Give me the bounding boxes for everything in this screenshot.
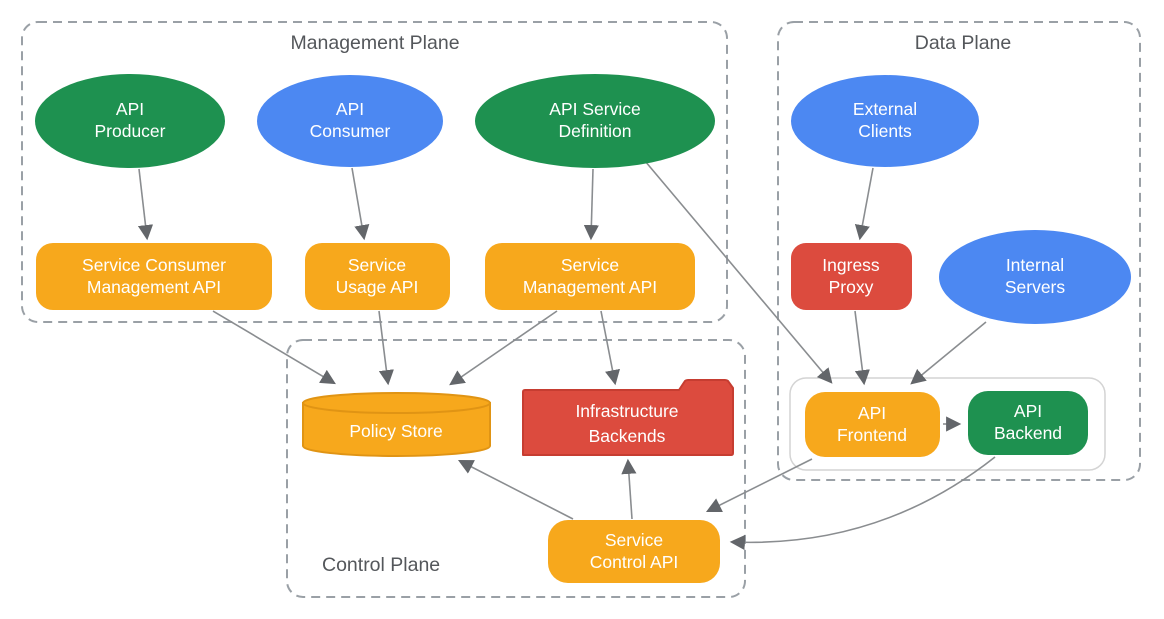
- node-api-consumer: API Consumer: [257, 75, 443, 167]
- policy-store-cylinder-top: [302, 392, 491, 414]
- node-api-service-definition: API Service Definition: [475, 74, 715, 168]
- node-label: Ingress: [822, 255, 880, 275]
- edge-internal-servers-to-api-frontend: [910, 321, 987, 385]
- node-service-management-api: Service Management API: [485, 243, 695, 310]
- infrastructure-backends-folder-shape: [522, 379, 734, 456]
- edge-service-control-api-to-infrastructure-backends: [621, 458, 637, 520]
- node-label: Infrastructure: [575, 401, 678, 421]
- node-label: API: [336, 99, 364, 119]
- edge-api-service-definition-to-service-management-api: [583, 168, 599, 241]
- management-plane-container: [21, 21, 728, 323]
- edge-service-management-api-to-infrastructure-backends: [600, 310, 620, 386]
- node-label: API Service: [549, 99, 640, 119]
- internal-servers-shape: [939, 230, 1131, 324]
- edge-ingress-proxy-to-api-frontend: [854, 310, 870, 386]
- api-backend-shape: [968, 391, 1088, 455]
- node-label: API: [116, 99, 144, 119]
- edge-service-consumer-management-api-to-policy-store: [212, 310, 336, 385]
- edge-service-usage-api-to-policy-store: [378, 310, 394, 386]
- node-label: Frontend: [837, 425, 907, 445]
- node-label: Service Consumer: [82, 255, 226, 275]
- data-plane-title: Data Plane: [915, 32, 1011, 54]
- api-frontend-shape: [805, 392, 940, 457]
- node-service-consumer-management-api: Service Consumer Management API: [36, 243, 272, 310]
- edge-service-control-api-to-policy-store: [457, 459, 574, 520]
- node-ingress-proxy: Ingress Proxy: [791, 243, 912, 310]
- policy-store-cylinder-body: [302, 402, 491, 457]
- node-external-clients: External Clients: [791, 75, 979, 167]
- edge-service-management-api-to-policy-store: [449, 310, 558, 386]
- node-policy-store: Policy Store: [302, 392, 491, 457]
- node-label: Servers: [1005, 277, 1066, 297]
- node-infrastructure-backends: Infrastructure Backends: [522, 379, 734, 456]
- api-service-definition-shape: [475, 74, 715, 168]
- node-label: Consumer: [310, 121, 391, 141]
- node-label: External: [853, 99, 917, 119]
- node-service-usage-api: Service Usage API: [305, 243, 450, 310]
- node-label: Producer: [94, 121, 165, 141]
- edge-api-producer-to-service-consumer-management-api: [137, 168, 154, 241]
- external-clients-shape: [791, 75, 979, 167]
- ingress-proxy-shape: [791, 243, 912, 310]
- node-api-producer: API Producer: [35, 74, 225, 168]
- node-label: Management API: [523, 277, 657, 297]
- edges-layer: [137, 160, 996, 551]
- node-label: Usage API: [336, 277, 419, 297]
- node-label: API: [858, 403, 886, 423]
- edge-api-consumer-to-service-usage-api: [351, 167, 370, 241]
- node-label: Policy Store: [349, 421, 442, 441]
- node-label: Internal: [1006, 255, 1064, 275]
- service-usage-api-shape: [305, 243, 450, 310]
- node-label: Management API: [87, 277, 221, 297]
- data-plane-container: [777, 21, 1141, 481]
- node-label: Clients: [858, 121, 912, 141]
- service-control-api-shape: [548, 520, 720, 583]
- node-label: Service: [605, 530, 663, 550]
- service-management-api-shape: [485, 243, 695, 310]
- node-api-frontend: API Frontend: [805, 392, 940, 457]
- control-plane-title: Control Plane: [322, 554, 440, 576]
- node-service-control-api: Service Control API: [548, 520, 720, 583]
- node-label: Definition: [559, 121, 632, 141]
- management-plane-title: Management Plane: [290, 32, 459, 54]
- node-label: Control API: [590, 552, 679, 572]
- service-consumer-management-api-shape: [36, 243, 272, 310]
- edge-api-backend-to-service-control-api: [729, 456, 996, 551]
- node-label: Backends: [589, 426, 666, 446]
- node-label: Service: [348, 255, 406, 275]
- edge-api-service-definition-to-api-frontend: [644, 160, 833, 384]
- node-api-backend: API Backend: [968, 391, 1088, 455]
- api-producer-shape: [35, 74, 225, 168]
- edge-api-frontend-to-service-control-api: [705, 458, 813, 513]
- node-label: API: [1014, 401, 1042, 421]
- node-internal-servers: Internal Servers: [939, 230, 1131, 324]
- node-label: Service: [561, 255, 619, 275]
- api-consumer-shape: [257, 75, 443, 167]
- edge-external-clients-to-ingress-proxy: [854, 167, 874, 241]
- node-label: Backend: [994, 423, 1062, 443]
- node-label: Proxy: [829, 277, 874, 297]
